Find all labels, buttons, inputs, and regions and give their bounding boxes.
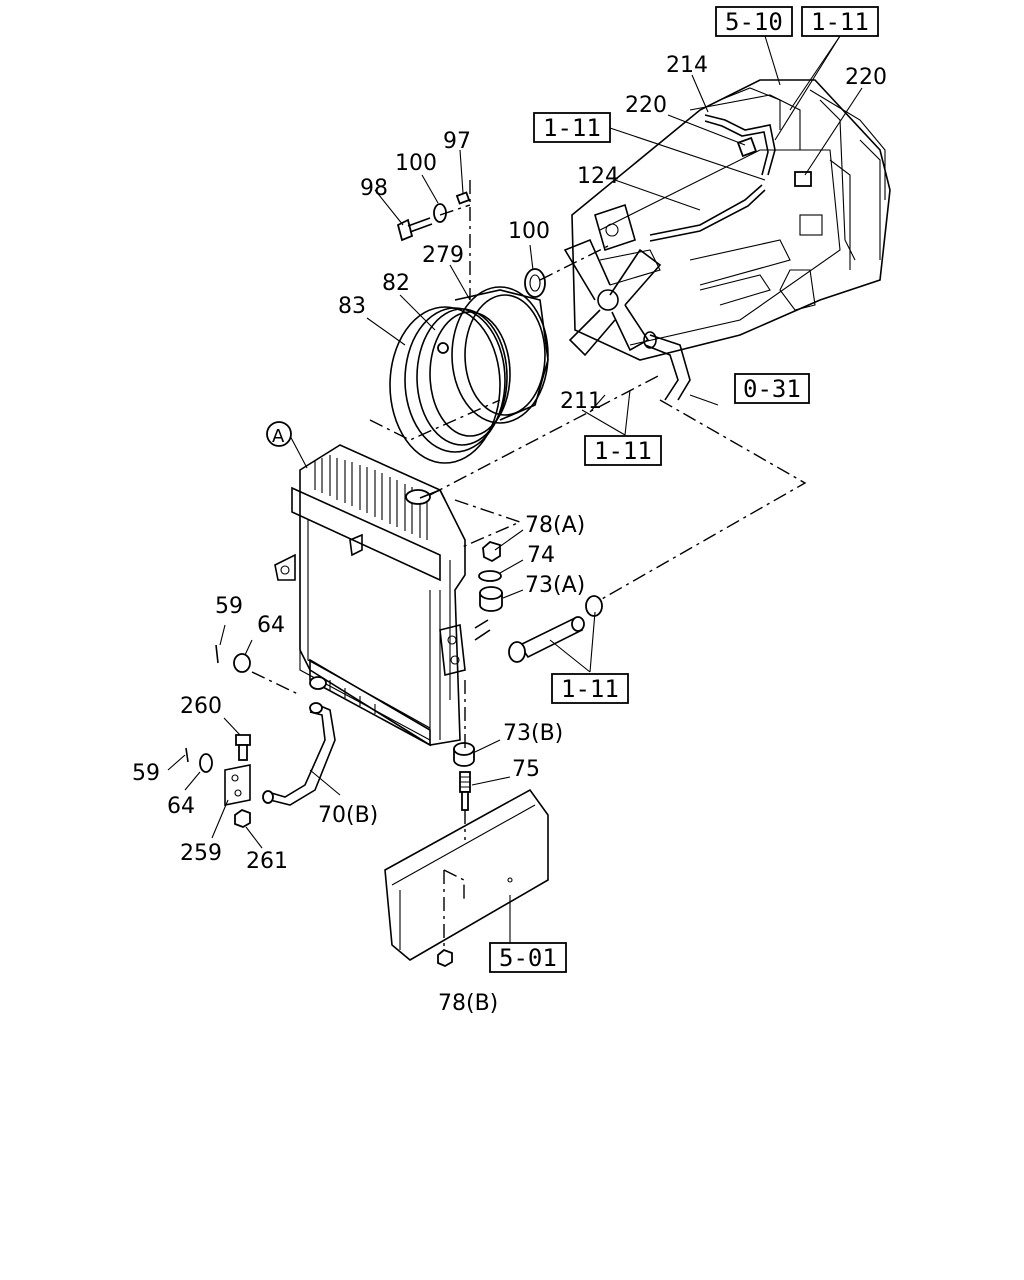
alignment-lines: [251, 180, 807, 950]
engine-assembly: [563, 79, 891, 401]
callout-a: A: [272, 426, 285, 447]
fan-shroud: [451, 286, 549, 424]
callout-211: 211: [560, 389, 602, 414]
ref-box-1-11-mid: 1-11: [594, 437, 652, 465]
callout-59-lower: 59: [132, 761, 160, 786]
callout-59-upper: 59: [215, 594, 243, 619]
drain-pipe: [262, 702, 336, 806]
callout-82: 82: [382, 271, 410, 296]
bolt-washer-set: [396, 191, 471, 242]
callout-260: 260: [180, 694, 222, 719]
callout-220-left: 220: [625, 93, 667, 118]
callout-75: 75: [512, 757, 540, 782]
callout-64-upper: 64: [257, 613, 285, 638]
callout-259: 259: [180, 841, 222, 866]
callout-73a: 73(A): [525, 573, 585, 598]
callout-279: 279: [422, 243, 464, 268]
fan-ring: [389, 306, 511, 464]
callout-214: 214: [666, 53, 708, 78]
mount-stack-lower: [453, 742, 475, 811]
ref-box-5-10-frame: [715, 6, 793, 37]
callout-100-lower: 100: [508, 219, 550, 244]
callout-261: 261: [246, 849, 288, 874]
callout-78a: 78(A): [525, 513, 585, 538]
callout-78b: 78(B): [438, 991, 498, 1016]
callout-83: 83: [338, 294, 366, 319]
ref-box-5-01-frame: [489, 942, 567, 973]
callout-73b: 73(B): [503, 721, 563, 746]
callout-220-right: 220: [845, 65, 887, 90]
ref-box-1-11-left: 1-11: [543, 114, 601, 142]
ref-box-1-11-lower: 1-11: [561, 675, 619, 703]
ref-box-1-11-top-frame: [801, 6, 879, 37]
connector-hose: [474, 595, 603, 663]
ref-box-1-11-top: 1-11: [811, 8, 869, 36]
ref-box-5-01: 5-01: [499, 944, 557, 972]
ref-box-0-31: 0-31: [743, 375, 801, 403]
frame-member: [384, 788, 549, 961]
callout-a-circle: [266, 421, 292, 447]
leader-lines: [167, 35, 863, 950]
radiator: [274, 444, 466, 747]
mount-stack-upper: [478, 540, 503, 612]
reference-boxes: 5-10 1-11 1-11 0-31 1-11 1-11 5-01: [489, 6, 879, 973]
callout-98: 98: [360, 176, 388, 201]
drain-bracket-parts: [185, 644, 251, 828]
ref-box-5-10: 5-10: [725, 8, 783, 36]
nut-lower: [437, 948, 453, 968]
ref-box-0-31-frame: [734, 373, 810, 404]
ref-box-1-11-lower-frame: [551, 673, 629, 704]
spacer-ring: [524, 268, 546, 298]
callout-100-upper: 100: [395, 151, 437, 176]
callout-70b: 70(B): [318, 803, 378, 828]
callout-labels: 214 220 220 97 100 98 124 279 100 82 83 …: [132, 53, 887, 1016]
ref-box-1-11-left-frame: [533, 112, 611, 143]
ref-box-1-11-mid-frame: [584, 435, 662, 466]
callout-97: 97: [443, 129, 471, 154]
callout-64-lower: 64: [167, 794, 195, 819]
callout-124: 124: [577, 164, 619, 189]
callout-74: 74: [527, 543, 555, 568]
